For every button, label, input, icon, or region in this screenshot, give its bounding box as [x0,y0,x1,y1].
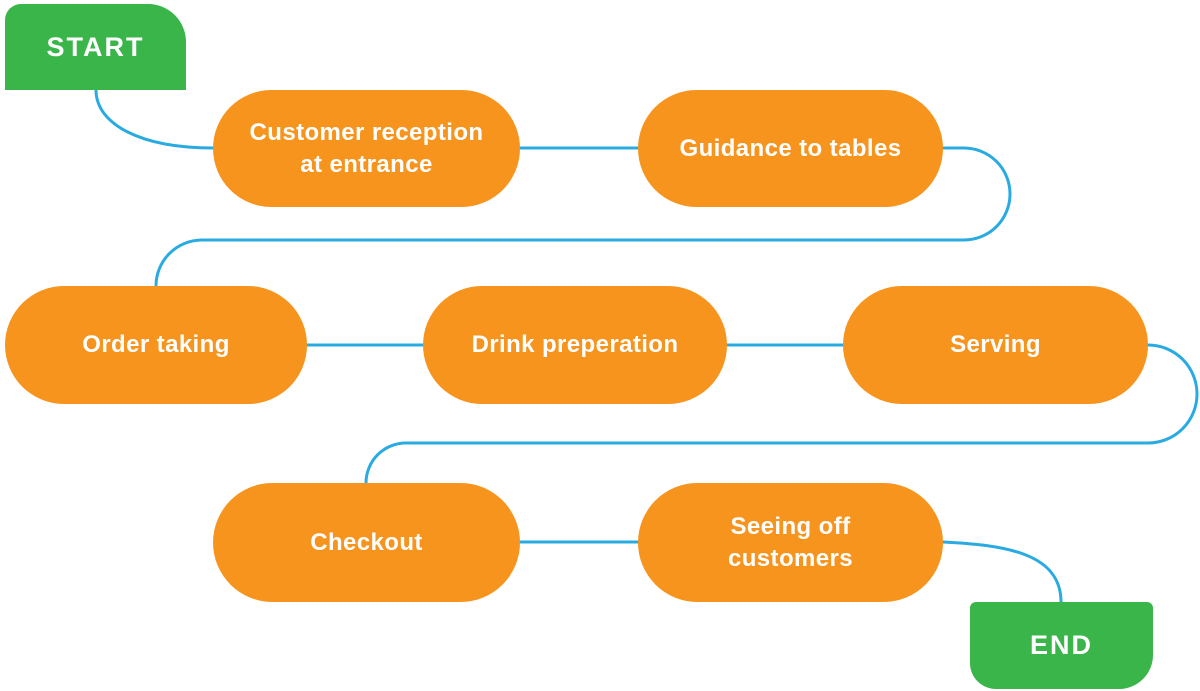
node-serving-label: Serving [950,331,1041,359]
node-start: START [5,4,186,90]
node-start-label: START [46,31,145,62]
node-guidance-to-tables-label: Guidance to tables [679,134,902,162]
node-drink-preperation: Drink preperation [423,286,727,404]
node-order-taking-label: Order taking [82,331,230,359]
node-guidance-to-tables: Guidance to tables [638,90,943,207]
connector-seeing-off-to-end [941,540,1063,604]
node-customer-reception: Customer reception at entrance [213,90,520,207]
node-customer-reception-label: Customer reception at entrance [249,118,484,178]
node-drink-preperation-label: Drink preperation [471,331,679,359]
node-seeing-off-customers: Seeing off customers [638,483,943,602]
node-checkout: Checkout [213,483,520,602]
node-end: END [970,602,1153,689]
node-seeing-off-customers-label: Seeing off customers [728,512,853,572]
node-checkout-label: Checkout [310,528,423,556]
node-end-label: END [1029,630,1093,661]
node-serving: Serving [843,286,1148,404]
node-order-taking: Order taking [5,286,307,404]
connector-start-to-reception [94,88,215,150]
